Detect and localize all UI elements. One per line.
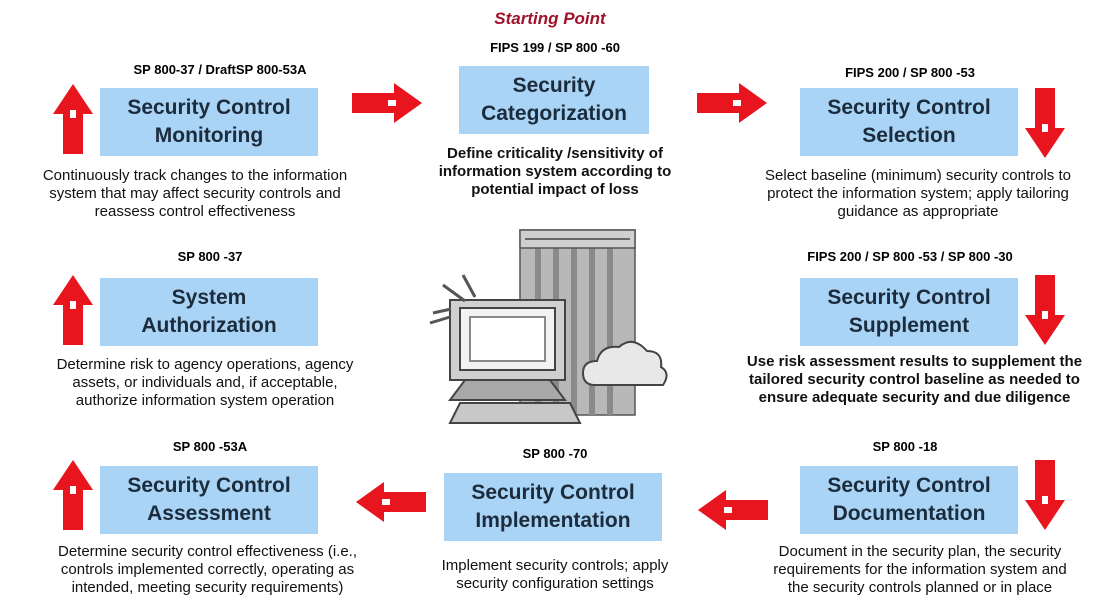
implementation-title-line2: Implementation <box>475 509 631 532</box>
authorization-box: System Authorization <box>100 278 318 346</box>
supplement-description: Use risk assessment results to supplemen… <box>712 353 1117 407</box>
authorization-reference: SP 800 -37 <box>177 249 243 264</box>
monitoring-reference: SP 800-37 / DraftSP 800-53A <box>133 62 307 77</box>
documentation-reference: SP 800 -18 <box>872 439 938 454</box>
assessment-title-line2: Assessment <box>147 502 271 525</box>
categorization-desc-line1: Define criticality /sensitivity of <box>447 145 663 162</box>
arrow-down-icon-supplement <box>1025 275 1065 345</box>
supplement-desc-line3: ensure adequate security and due diligen… <box>758 389 1071 406</box>
monitoring-description: Continuously track changes to the inform… <box>0 167 390 221</box>
supplement-desc-line1: Use risk assessment results to supplemen… <box>746 353 1083 370</box>
categorization-description: Define criticality /sensitivity of infor… <box>420 145 690 199</box>
assessment-desc-line3: intended, meeting security requirements) <box>71 579 344 596</box>
arrow-up-icon-authorization <box>53 275 93 345</box>
arrow-down-icon-selection <box>1025 88 1065 158</box>
authorization-desc-line3: authorize information system operation <box>75 392 335 409</box>
documentation-title-line2: Documentation <box>832 502 986 525</box>
selection-desc-line2: protect the information system; apply ta… <box>767 185 1069 202</box>
categorization-desc-line2: information system according to <box>438 163 672 180</box>
monitoring-desc-line3: reassess control effectiveness <box>94 203 296 220</box>
authorization-desc-line1: Determine risk to agency operations, age… <box>56 356 354 373</box>
selection-title-line2: Selection <box>862 124 956 147</box>
monitoring-box: Security Control Monitoring <box>100 88 318 156</box>
supplement-desc-line2: tailored security control baseline as ne… <box>749 371 1080 388</box>
authorization-description: Determine risk to agency operations, age… <box>15 356 395 410</box>
supplement-reference: FIPS 200 / SP 800 -53 / SP 800 -30 <box>807 249 1013 264</box>
arrow-up-icon-monitoring <box>53 84 93 154</box>
monitoring-desc-line1: Continuously track changes to the inform… <box>42 167 348 184</box>
selection-desc-line3: guidance as appropriate <box>837 203 999 220</box>
authorization-title-line1: System <box>171 286 247 309</box>
implementation-title-line1: Security Control <box>471 481 635 504</box>
implementation-desc-line1: Implement security controls; apply <box>441 557 669 574</box>
arrow-left-icon-implementation-to-assessment <box>356 482 426 522</box>
assessment-title-line1: Security Control <box>127 474 291 497</box>
selection-title-line1: Security Control <box>827 96 991 119</box>
categorization-box: Security Categorization <box>459 66 649 134</box>
selection-description: Select baseline (minimum) security contr… <box>718 167 1118 221</box>
computer-server-cloud-icon <box>429 229 668 424</box>
supplement-title-line2: Supplement <box>848 314 970 337</box>
categorization-desc-line3: potential impact of loss <box>471 181 639 198</box>
documentation-desc-line1: Document in the security plan, the secur… <box>778 543 1062 560</box>
categorization-title-line2: Categorization <box>481 102 627 125</box>
categorization-title-line1: Security <box>512 74 596 97</box>
arrow-up-icon-assessment <box>53 460 93 530</box>
documentation-desc-line2: requirements for the information system … <box>773 561 1067 578</box>
selection-desc-line1: Select baseline (minimum) security contr… <box>765 167 1071 184</box>
monitoring-title-line1: Security Control <box>127 96 291 119</box>
documentation-desc-line3: the security controls planned or in plac… <box>787 579 1053 596</box>
monitoring-desc-line2: system that may affect security controls… <box>49 185 341 202</box>
documentation-description: Document in the security plan, the secur… <box>720 543 1120 597</box>
cloud-icon <box>581 340 668 386</box>
arrow-left-icon-documentation-to-implementation <box>698 490 768 530</box>
supplement-box: Security Control Supplement <box>800 278 1018 346</box>
monitoring-title-line2: Monitoring <box>154 124 264 147</box>
implementation-desc-line2: security configuration settings <box>456 575 654 592</box>
starting-point-label: Starting Point <box>494 9 606 28</box>
assessment-desc-line1: Determine security control effectiveness… <box>57 543 357 560</box>
arrow-down-icon-documentation <box>1025 460 1065 530</box>
assessment-reference: SP 800 -53A <box>172 439 248 454</box>
selection-box: Security Control Selection <box>800 88 1018 156</box>
assessment-description: Determine security control effectiveness… <box>0 543 415 597</box>
supplement-title-line1: Security Control <box>827 286 991 309</box>
authorization-title-line2: Authorization <box>141 314 277 337</box>
authorization-desc-line2: assets, or individuals and, if acceptabl… <box>72 374 338 391</box>
selection-reference: FIPS 200 / SP 800 -53 <box>845 65 975 80</box>
assessment-desc-line2: controls implemented correctly, operatin… <box>60 561 355 578</box>
implementation-description: Implement security controls; apply secur… <box>415 557 695 593</box>
assessment-box: Security Control Assessment <box>100 466 318 534</box>
implementation-box: Security Control Implementation <box>444 473 662 541</box>
computer-monitor-icon <box>448 299 582 424</box>
signal-lines-icon <box>429 274 477 325</box>
documentation-title-line1: Security Control <box>827 474 991 497</box>
documentation-box: Security Control Documentation <box>800 466 1018 534</box>
arrow-right-icon-categorization-to-selection <box>697 83 767 123</box>
arrow-right-icon-monitoring-to-categorization <box>352 83 422 123</box>
categorization-reference: FIPS 199 / SP 800 -60 <box>490 40 620 55</box>
implementation-reference: SP 800 -70 <box>522 446 588 461</box>
